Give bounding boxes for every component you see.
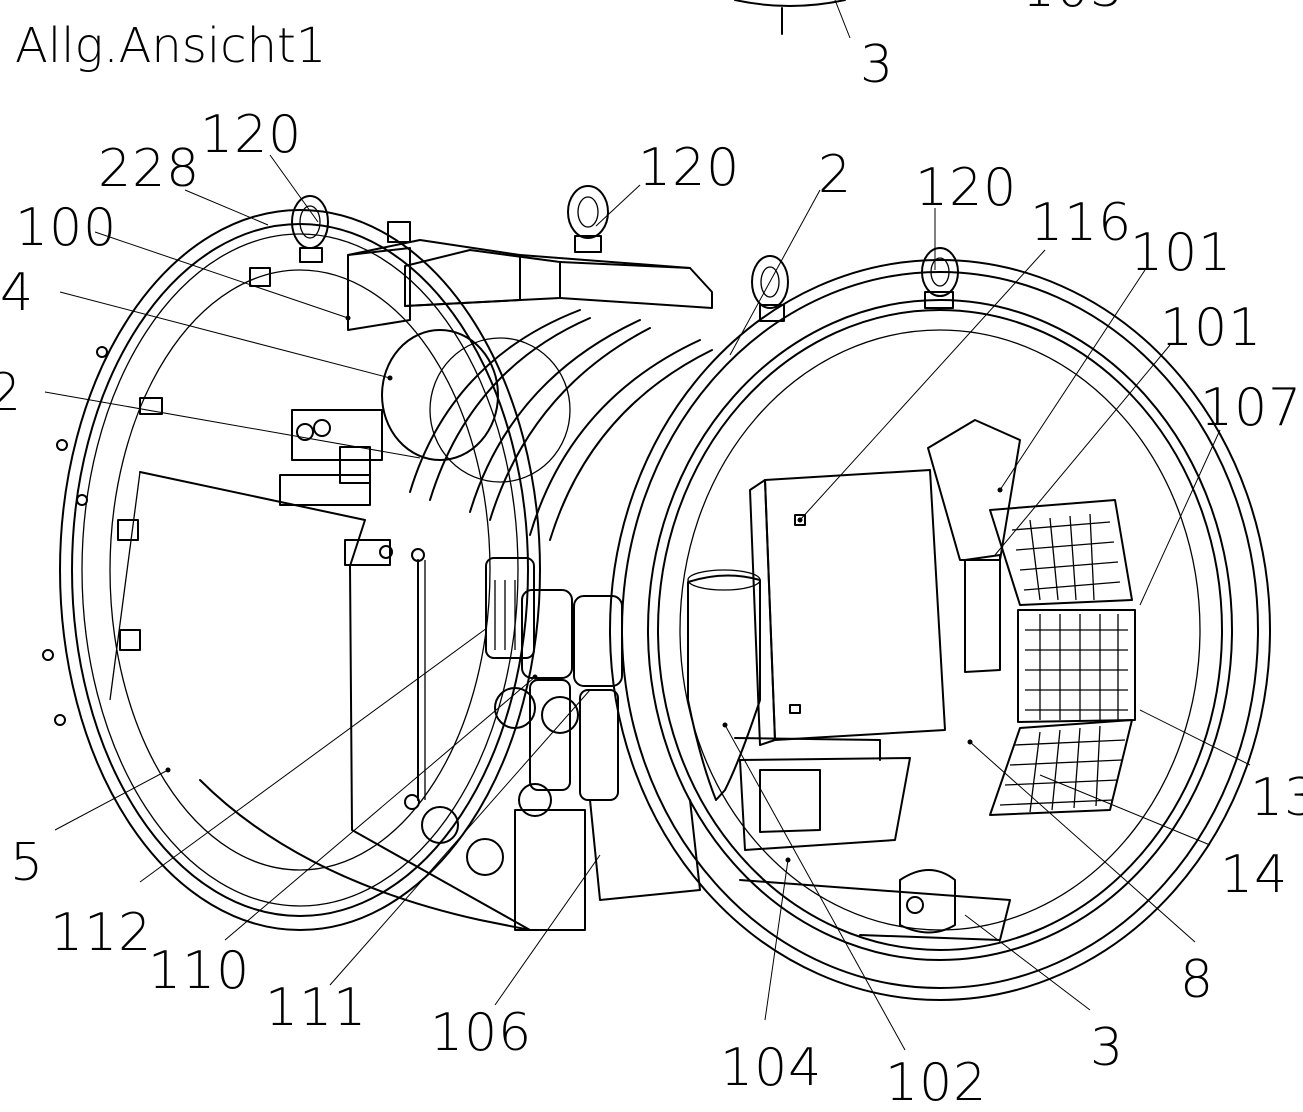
callout-112: 112 (50, 903, 152, 963)
callout-107: 107 (1200, 378, 1302, 438)
callout-101-a: 101 (1130, 223, 1232, 283)
rear-ring (42, 209, 541, 931)
callout-120-b: 120 (638, 138, 740, 198)
callout-100: 100 (15, 198, 117, 258)
callout-3-bottom: 3 (1090, 1018, 1124, 1078)
callout-106: 106 (430, 1003, 532, 1063)
drawing-title: Allg.Ansicht1 (15, 18, 326, 74)
motors (404, 548, 623, 876)
lower-structure (514, 737, 1011, 941)
callout-13: 13 (1250, 768, 1303, 828)
callout-8: 8 (1180, 950, 1214, 1010)
callout-111: 111 (265, 978, 367, 1038)
curved-rails (409, 309, 713, 541)
front-ring (609, 259, 1271, 1001)
callout-2-top: 2 (818, 145, 852, 205)
callout-228: 228 (98, 139, 200, 199)
callout-5: 5 (10, 833, 44, 893)
upper-housing (347, 239, 713, 331)
callout-3-top: 3 (860, 35, 894, 95)
callout-2-left: 2 (0, 363, 22, 423)
callout-14: 14 (1220, 845, 1288, 905)
callout-101-b: 101 (1160, 298, 1262, 358)
callout-120-a: 120 (200, 105, 302, 165)
callout-103: 103 (1022, 0, 1124, 19)
valve-block (279, 409, 393, 566)
callout-104: 104 (720, 1038, 822, 1098)
callout-4: 4 (0, 263, 34, 323)
leader-lines (44, 0, 1251, 1051)
callout-116: 116 (1030, 193, 1132, 253)
callout-120-c: 120 (915, 158, 1017, 218)
callout-110: 110 (148, 941, 250, 1001)
internal-cabinet (749, 419, 1021, 746)
grid-panels (989, 499, 1136, 816)
callout-102: 102 (885, 1053, 987, 1112)
